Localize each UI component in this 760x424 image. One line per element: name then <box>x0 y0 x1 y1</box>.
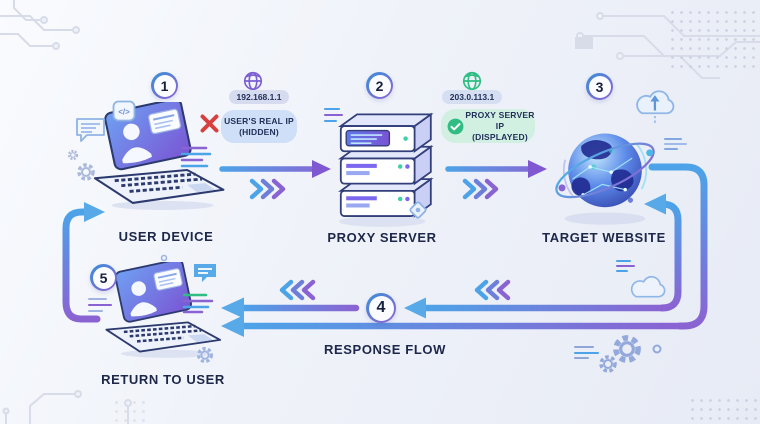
svg-text:</>: </> <box>118 108 130 117</box>
user-ip-note-line1: USER'S REAL IP <box>224 115 294 126</box>
proxy-ip-note-badge: PROXY SERVER IP (DISPLAYED) <box>441 109 535 143</box>
return-to-user-label: RETURN TO USER <box>101 372 225 387</box>
proxy-ip-badge: 203.0.113.1 <box>442 90 502 104</box>
gear-large-icon <box>613 335 641 363</box>
chat-bubble-icon <box>194 264 216 282</box>
response-flow-label: RESPONSE FLOW <box>324 342 446 357</box>
step-number-1: 1 <box>153 74 176 97</box>
step-circle-2: 2 <box>366 72 393 99</box>
check-mark-icon <box>447 118 464 134</box>
gear-return-icon <box>196 346 214 364</box>
data-dashes-return-left <box>88 298 112 312</box>
step-circle-1: 1 <box>151 72 178 99</box>
dot-grid-bottom-right <box>688 396 760 424</box>
cloud-upload-icon <box>636 90 675 125</box>
return-path-left <box>62 202 105 323</box>
user-ip-globe-icon <box>243 71 263 91</box>
x-mark-icon <box>200 114 219 133</box>
step-number-4: 4 <box>368 295 394 321</box>
proxy-server-label: PROXY SERVER <box>327 230 437 245</box>
code-bubble-icon: </> <box>112 100 136 122</box>
proxy-ip-globe-icon <box>462 71 482 91</box>
data-dashes-right <box>616 260 635 272</box>
arrow-proxy-to-website <box>445 160 547 178</box>
circuit-trace-bottom-left <box>2 390 132 424</box>
user-ip-badge: 192.168.1.1 <box>229 90 289 104</box>
user-ip-note-badge: USER'S REAL IP (HIDDEN) <box>221 110 297 143</box>
step-circle-5: 5 <box>90 264 117 291</box>
dot-grid-top-right <box>668 8 760 74</box>
response-path-inner <box>404 193 682 319</box>
user-device-label: USER DEVICE <box>118 229 214 244</box>
gear-small-icon <box>67 149 79 161</box>
data-dashes-cloud <box>664 138 687 150</box>
data-dashes-bottom-right <box>574 346 599 359</box>
dot-small-icon <box>160 254 168 262</box>
data-lines-proxy <box>324 108 343 122</box>
gear-medium-icon <box>599 355 617 373</box>
circuit-trace-top-left <box>0 0 80 50</box>
proxy-ip-note-line2: (DISPLAYED) <box>472 131 528 142</box>
user-ip-note-line2: (HIDDEN) <box>239 126 279 137</box>
response-chevrons-left <box>279 279 316 301</box>
request-chevrons-2 <box>462 178 499 200</box>
step-number-3: 3 <box>588 75 611 98</box>
dot-circle-icon <box>652 344 662 354</box>
message-bubble-icon <box>76 118 105 142</box>
response-chevrons-right <box>474 279 511 301</box>
gear-icon <box>77 163 95 181</box>
step-number-5: 5 <box>92 266 115 289</box>
user-ip-value: 192.168.1.1 <box>236 92 282 102</box>
response-path-outer <box>221 163 708 337</box>
request-chevrons-1 <box>249 178 286 200</box>
step-circle-4: 4 <box>366 293 396 323</box>
data-lines-user <box>180 146 212 168</box>
target-website-label: TARGET WEBSITE <box>542 230 666 245</box>
target-website-globe-illustration <box>555 128 655 225</box>
response-arrow-to-user <box>221 297 360 319</box>
arrow-user-to-proxy <box>219 160 331 178</box>
return-laptop-illustration <box>105 262 222 358</box>
proxy-ip-note-line1: PROXY SERVER IP <box>465 109 535 131</box>
diamond-icon <box>409 201 427 219</box>
data-lines-return <box>182 293 214 314</box>
step-number-2: 2 <box>368 74 391 97</box>
cloud-icon <box>630 275 666 298</box>
step-circle-3: 3 <box>586 73 613 100</box>
proxy-server-illustration <box>338 112 434 227</box>
proxy-ip-value: 203.0.113.1 <box>449 92 495 102</box>
